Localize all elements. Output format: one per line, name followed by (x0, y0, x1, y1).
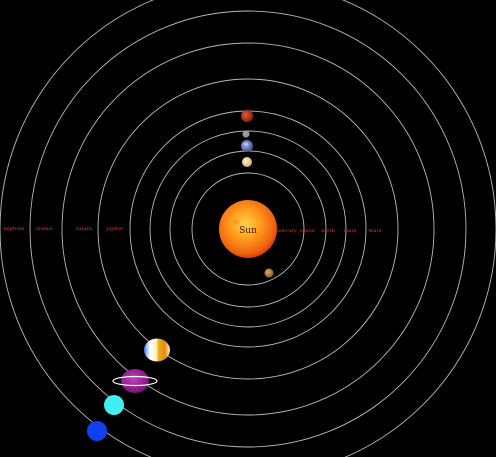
label-jupiter: jupiter (106, 226, 125, 232)
label-mars: mars (344, 228, 357, 234)
planet-venus[interactable] (242, 157, 252, 167)
planet-mars[interactable] (241, 110, 253, 122)
sun-icon (219, 200, 277, 258)
label-venus: venus (299, 228, 315, 234)
orbit-earth (149, 130, 347, 328)
venus-planet-icon (242, 157, 252, 167)
label-saturn: saturn (76, 226, 93, 232)
planet-earth[interactable] (241, 140, 253, 152)
orbit-saturn (61, 42, 435, 416)
mars-planet-icon (241, 110, 253, 122)
planet-mercury[interactable] (264, 268, 274, 278)
uranus-planet-icon (104, 395, 124, 415)
planet-jupiter[interactable] (144, 338, 170, 362)
orbit-labels-right: mercury venus earth mars mars (275, 228, 381, 234)
orbit-mercury (191, 172, 305, 286)
orbit-jupiter (97, 78, 399, 380)
earth-planet-icon (241, 140, 253, 152)
label-earth: earth (321, 228, 335, 234)
planet-neptune[interactable] (87, 421, 107, 441)
sun[interactable]: Sun (219, 200, 277, 258)
moon-icon (242, 130, 250, 138)
planet-uranus[interactable] (104, 395, 124, 415)
orbit-labels-left: neptune uranus saturn jupiter (4, 226, 124, 232)
jupiter-planet-icon (144, 338, 170, 362)
label-neptune: neptune (4, 226, 25, 232)
saturn-planet-icon (121, 369, 149, 393)
planet-moon[interactable] (242, 130, 250, 138)
label-mercury: mercury (275, 228, 297, 234)
label-mars-2: mars (369, 228, 382, 234)
orbit-uranus (29, 10, 467, 448)
saturn-ring (112, 375, 158, 387)
mercury-planet-icon (264, 268, 274, 278)
sun-label: Sun (239, 226, 257, 236)
planet-saturn[interactable] (112, 369, 158, 393)
neptune-planet-icon (87, 421, 107, 441)
label-uranus: uranus (35, 226, 53, 232)
